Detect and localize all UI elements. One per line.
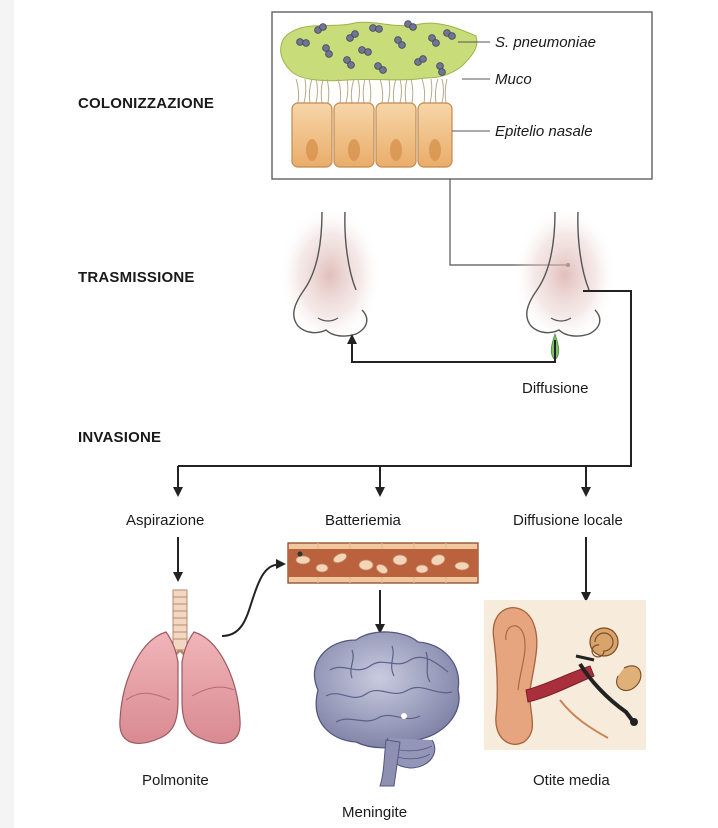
brain-illustration: [314, 632, 459, 786]
nose-right: [513, 205, 617, 360]
stage-label-invasion: INVASIONE: [78, 429, 161, 446]
epithelial-cells: [292, 103, 452, 167]
lungs-illustration: [120, 590, 240, 743]
label-local-spread: Diffusione locale: [513, 512, 623, 529]
label-epithelium: Epitelio nasale: [495, 123, 593, 140]
label-mucus: Muco: [495, 71, 532, 88]
stage-label-transmission: TRASMISSIONE: [78, 269, 195, 286]
arrow-lungs-to-vessel: [222, 564, 284, 636]
label-bacteria: S. pneumoniae: [495, 34, 596, 51]
ear-illustration: [484, 600, 646, 750]
colonization-inset: S. pneumoniae Muco Epitelio nasale: [272, 12, 652, 179]
label-otitis: Otite media: [533, 772, 610, 789]
stage-label-colonization: COLONIZZAZIONE: [78, 95, 214, 112]
infection-spot: [401, 713, 407, 719]
transmission-arrow: [352, 336, 555, 362]
nose-left: [278, 205, 382, 345]
label-aspiration: Aspirazione: [126, 512, 204, 529]
blood-vessel: [288, 543, 478, 583]
label-meningitis: Meningite: [342, 804, 407, 821]
label-diffusion: Diffusione: [522, 380, 588, 397]
label-bacteremia: Batteriemia: [325, 512, 402, 529]
label-pneumonia: Polmonite: [142, 772, 209, 789]
